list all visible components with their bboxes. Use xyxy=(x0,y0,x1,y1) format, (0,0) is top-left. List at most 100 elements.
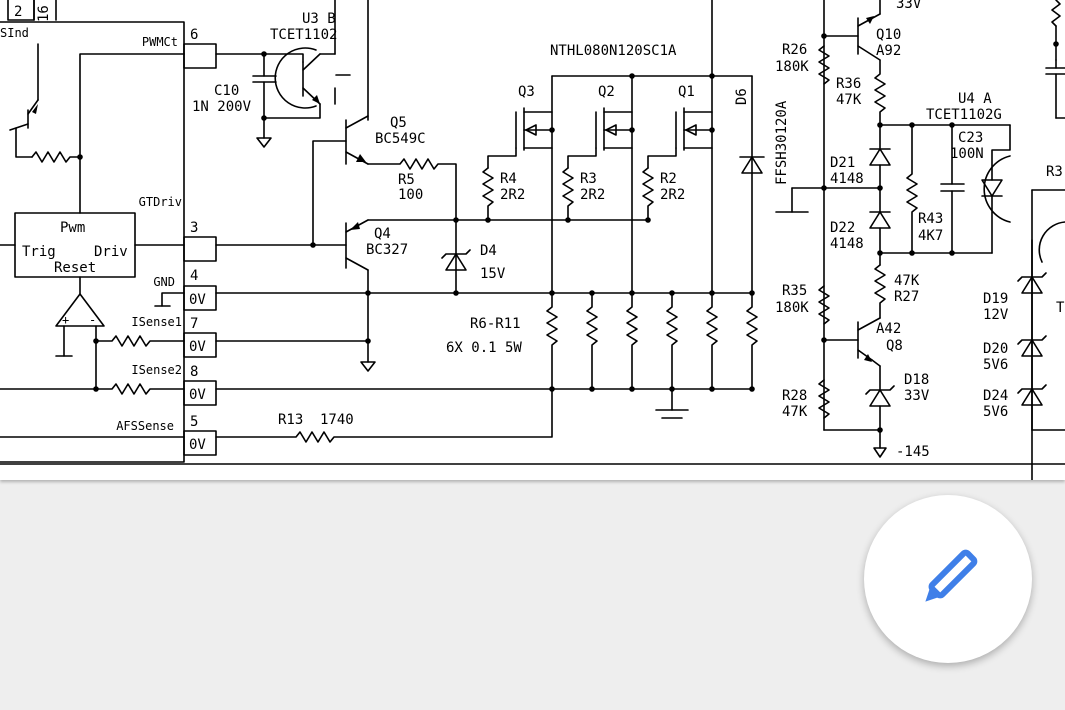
d22-value: 4148 xyxy=(830,236,864,252)
internal-wire-2 xyxy=(15,127,33,158)
shunt-value: 6X 0.1 5W xyxy=(446,340,522,356)
q8-emitter-wire xyxy=(871,359,881,367)
q8-arrow xyxy=(864,354,872,362)
isense1-resistor xyxy=(95,335,185,347)
shunt-resistor-5 xyxy=(706,290,718,392)
transistor-arrow xyxy=(32,104,38,114)
q10-part: A92 xyxy=(876,43,901,59)
schematic-page: 6 3 4 7 8 5 0V 0V 0V 0V PWMCt GTDriv GND… xyxy=(0,0,1065,480)
gate-resistor-value: 2R2 xyxy=(660,187,685,203)
r3x-ref: R3 xyxy=(1046,164,1063,180)
junction xyxy=(261,115,267,121)
r5-ref: R5 xyxy=(398,172,415,188)
r36-value: 47K xyxy=(836,92,862,108)
top-pin-number: 2 xyxy=(14,4,22,20)
mosfet-part: NTHL080N120SC1A xyxy=(550,43,677,59)
q5-collector xyxy=(345,115,369,129)
gnd-wire xyxy=(161,292,185,307)
r13-value: 1740 xyxy=(320,412,354,428)
d22-diode xyxy=(869,211,891,229)
r36-ref: R36 xyxy=(836,76,861,92)
c23-ref: C23 xyxy=(958,130,983,146)
d24-ref: D24 xyxy=(983,388,1008,404)
q5-ref: Q5 xyxy=(390,115,407,131)
junction xyxy=(877,427,883,433)
q2-ref: Q2 xyxy=(598,84,615,100)
d20-value: 5V6 xyxy=(983,357,1008,373)
r28-value: 47K xyxy=(782,404,808,420)
junction xyxy=(93,338,99,344)
ground-symbol xyxy=(360,361,376,372)
junction xyxy=(909,250,915,256)
pin-number-5: 5 xyxy=(190,414,198,430)
u3b-part: TCET1102 xyxy=(270,27,337,43)
pwm-block-title: Pwm xyxy=(60,220,85,236)
pin-value-5: 0V xyxy=(189,437,206,453)
pin-number-7: 7 xyxy=(190,316,198,332)
d20-ref: D20 xyxy=(983,341,1008,357)
gate-resistor-1 xyxy=(482,167,494,221)
clamp-circuit: R26 180K Q10 A92 33V R36 47K xyxy=(775,0,1065,480)
u4a-ref: U4 A xyxy=(958,91,992,107)
d4-bar xyxy=(441,249,471,259)
u3b-arrow xyxy=(312,95,320,104)
r35-resistor xyxy=(818,285,830,325)
r27-value: 47K xyxy=(894,273,920,289)
pwmct-wire xyxy=(79,53,185,158)
d6-part: FFSH30120A xyxy=(774,100,790,185)
gate-resistor-ref: R3 xyxy=(580,171,597,187)
q1-ref: Q1 xyxy=(678,84,695,100)
q8-part: A42 xyxy=(876,321,901,337)
q8-collector xyxy=(857,317,881,331)
r27-resistor xyxy=(874,264,886,319)
pin-name-gtdriv: GTDriv xyxy=(139,195,182,209)
d18-ref: D18 xyxy=(904,372,929,388)
q10-arrow xyxy=(866,16,874,24)
junction xyxy=(310,242,316,248)
transistor-lead xyxy=(27,99,39,115)
pin-number-6: 6 xyxy=(190,27,198,43)
pin-name-isense1: ISense1 xyxy=(131,315,182,329)
u4a-part: TCET1102G xyxy=(926,107,1002,123)
d6-ref: D6 xyxy=(734,88,750,105)
d18-bar xyxy=(865,385,895,395)
edit-fab-button[interactable] xyxy=(864,495,1032,663)
pin-value-4: 0V xyxy=(189,292,206,308)
u3b-collector-wire xyxy=(215,53,304,63)
q5-emitter xyxy=(345,151,369,165)
r13-ref: R13 xyxy=(278,412,303,428)
shunt-ref: R6-R11 xyxy=(470,316,521,332)
pin-name-afssense: AFSSense xyxy=(116,419,174,433)
pin-name-gnd: GND xyxy=(153,275,175,289)
pin-value-7: 0V xyxy=(189,339,206,355)
shunt-resistor-1 xyxy=(546,290,558,392)
d4-diode xyxy=(445,253,467,271)
q10-ref: Q10 xyxy=(876,27,901,43)
signal-label-sind: SInd xyxy=(0,26,29,40)
u4a-led xyxy=(981,179,1003,197)
controller-ic: 6 3 4 7 8 5 0V 0V 0V 0V PWMCt GTDriv GND… xyxy=(0,0,217,463)
q5-part: BC549C xyxy=(375,131,426,147)
supply-label: -145 xyxy=(896,444,930,460)
q5-base-wire xyxy=(312,140,347,246)
pin-number-3: 3 xyxy=(190,220,198,236)
u4a-envelope xyxy=(983,155,1011,223)
top-zener-value: 33V xyxy=(896,0,922,12)
pin-value-8: 0V xyxy=(189,387,206,403)
mosfet-bank: NTHL080N120SC1A Q3 Q2 Q1 R42R2R32R2R22R2… xyxy=(215,0,790,443)
pwm-block-driv: Driv xyxy=(94,244,128,260)
optocoupler-u3b: U3 B TCET1102 xyxy=(192,0,351,148)
d22-ref: D22 xyxy=(830,220,855,236)
r13-resistor xyxy=(215,388,553,443)
r5-resistor xyxy=(367,158,457,221)
pwm-block-reset: Reset xyxy=(54,260,96,276)
opamp xyxy=(55,293,105,327)
r5-value: 100 xyxy=(398,187,423,203)
d19-value: 12V xyxy=(983,307,1009,323)
d21-ref: D21 xyxy=(830,155,855,171)
shunt-resistor-2 xyxy=(586,290,598,392)
edge-envelope xyxy=(1038,221,1065,263)
